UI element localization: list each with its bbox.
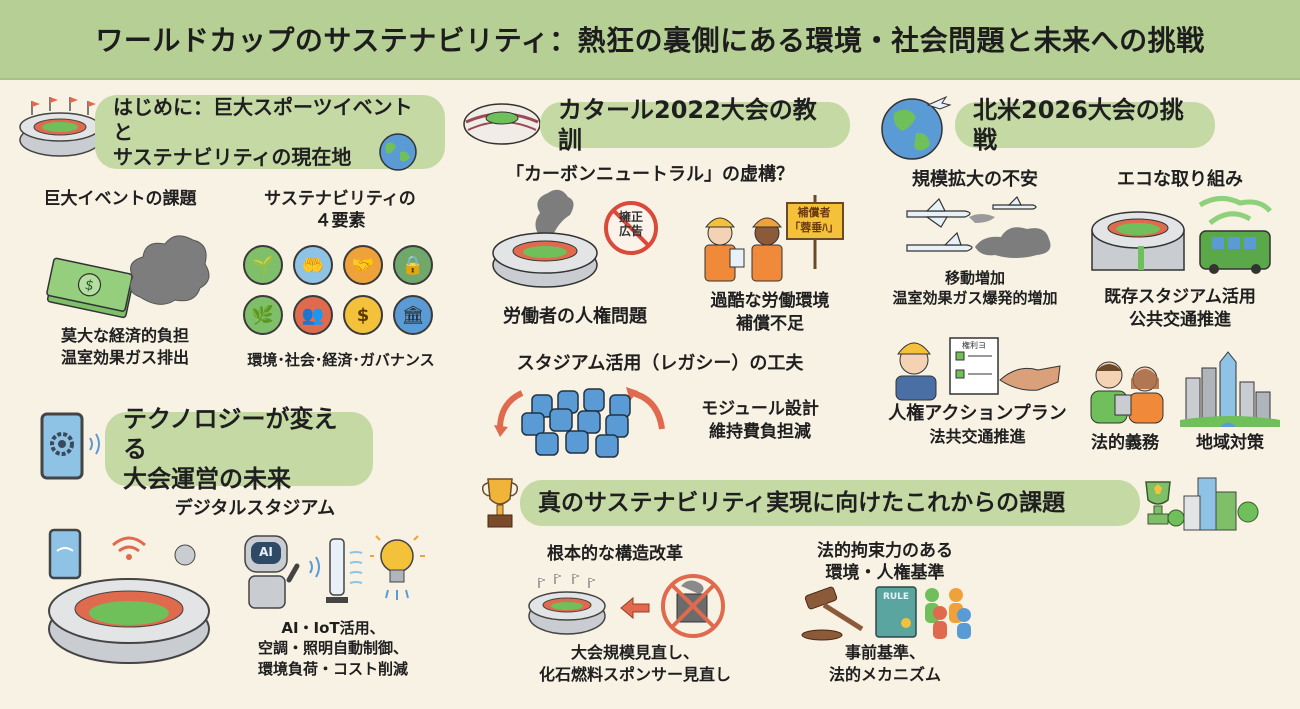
intro-heading-line1: はじめに：巨大スポーツイベントと xyxy=(113,94,413,144)
intro-challenges-title: 巨大イベントの課題 xyxy=(43,189,197,209)
qatar-subheading: 「カーボンニュートラル」の虚構？ xyxy=(506,164,794,185)
ai-robot-icon xyxy=(244,535,300,609)
bank-icon: 🏛 xyxy=(393,295,433,335)
globe-icon xyxy=(379,133,417,171)
modular-seats-icon xyxy=(494,387,665,458)
handshake-icon: 🤝 xyxy=(343,245,383,285)
action-plan-doc-label: 権利ヨ xyxy=(962,341,986,350)
digital-stadium-icon xyxy=(48,528,210,664)
city-skyline-icon xyxy=(1180,351,1280,427)
globe-airplane-icon xyxy=(881,95,952,160)
na-eco-caption: 既存スタジアム活用 公共交通推進 xyxy=(1104,287,1256,330)
na-heading-pill: 北米2026大会の挑戦 xyxy=(955,96,1215,154)
qatar-heading-pill: カタール2022大会の教訓 xyxy=(540,96,850,154)
svg-text:$: $ xyxy=(83,277,95,295)
na-eco-title: エコな取り組み xyxy=(1117,169,1243,190)
prohibited-ad-text: 擁正 広告 xyxy=(618,210,643,239)
light-bulb-icon xyxy=(370,535,425,600)
prohibited-ad-sign-icon xyxy=(604,201,658,255)
tech-heading-pill: テクノロジーが変える 大会運営の未来 xyxy=(105,405,373,493)
people-tablet-icon xyxy=(1090,361,1164,424)
legacy-title: スタジアム活用（レガシー）の工夫 xyxy=(516,353,804,374)
stadium-flags-icon xyxy=(19,97,101,157)
existing-stadium-icon xyxy=(1091,211,1185,271)
money-and-smoke-icon: $ xyxy=(46,235,210,319)
worker-action-plan-icon xyxy=(895,337,1061,401)
intro-challenges-caption: 莫大な経済的負担 温室効果ガス排出 xyxy=(60,326,189,367)
airplanes-emissions-icon xyxy=(906,195,1051,258)
lock-icon: 🔒 xyxy=(393,245,433,285)
qatar-heading: カタール2022大会の教訓 xyxy=(558,96,817,154)
smartphone-gear-icon xyxy=(40,412,100,480)
future-heading-pill: 真のサステナビリティ実現に向けたこれからの課題 xyxy=(520,480,1140,526)
qatar-left-caption: 労働者の人権問題 xyxy=(503,306,647,327)
bus-transit-icon xyxy=(1198,196,1272,274)
tech-subheading: デジタルスタジアム xyxy=(174,498,336,519)
caring-hands-icon: 🤲 xyxy=(293,245,333,285)
future-legal-caption: 事前基準、 法的メカニズム xyxy=(828,643,941,684)
tech-caption: AI・IoT活用、 空調・照明自動制御、 環境負荷・コスト削減 xyxy=(257,619,408,678)
qatar-stadium-icon xyxy=(463,103,541,145)
gold-trophy-icon xyxy=(481,478,519,528)
tech-heading-line1: テクノロジーが変える xyxy=(123,405,338,463)
page-title: ワールドカップのサステナビリティ：熱狂の裏側にある環境・社会問題と未来への挑戦 xyxy=(95,24,1205,57)
plant-in-hand-icon: 🌿 xyxy=(243,295,283,335)
future-structural-caption: 大会規模見直し、 化石燃料スポンサー見直し xyxy=(538,643,731,684)
future-structural-title: 根本的な構造改革 xyxy=(547,544,683,564)
na-regional-caption: 地域対策 xyxy=(1196,433,1264,453)
air-conditioner-icon xyxy=(309,538,363,603)
green-trophy-city-icon xyxy=(1145,477,1259,531)
na-scale-caption: 移動増加 温室効果ガス爆発的増加 xyxy=(892,269,1058,308)
na-legal-caption: 法的義務 xyxy=(1091,433,1159,453)
rulebook-label: RULE xyxy=(882,592,910,602)
gavel-rulebook-people-icon xyxy=(801,586,971,641)
people-icon: 👥 xyxy=(293,295,333,335)
intro-elements-title: サステナビリティの ４要素 xyxy=(264,189,416,232)
future-legal-title: 法的拘束力のある 環境・人権基準 xyxy=(817,541,953,584)
dollar-icon: $ xyxy=(343,295,383,335)
na-human-rights-caption: 人権アクションプラン 法共交通推進 xyxy=(888,403,1067,447)
robot-ai-label: AI xyxy=(259,545,273,559)
smoking-stadium-icon xyxy=(492,189,598,288)
na-scale-title: 規模拡大の不安 xyxy=(912,169,1038,190)
legacy-caption: モジュール設計 維持費負担減 xyxy=(701,399,819,442)
title-bar: ワールドカップのサステナビリティ：熱狂の裏側にある環境・社会問題と未来への挑戦 xyxy=(0,0,1300,80)
tech-heading-line2: 大会運営の未来 xyxy=(123,465,291,493)
signboard-text: 補償者 「蓉垂ﾊ」 xyxy=(789,206,839,234)
na-heading: 北米2026大会の挑戦 xyxy=(973,96,1184,154)
workers-icon xyxy=(704,217,783,282)
future-heading: 真のサステナビリティ実現に向けたこれからの課題 xyxy=(538,489,1066,516)
qatar-right-caption: 過酷な労働環境 補償不足 xyxy=(710,291,830,334)
compensation-signboard-icon xyxy=(786,195,844,269)
intro-heading-pill: はじめに：巨大スポーツイベントと サステナビリティの現在地 xyxy=(95,95,445,169)
intro-elements-caption: 環境･社会･経済･ガバナンス xyxy=(247,351,435,369)
intro-heading-line2: サステナビリティの現在地 xyxy=(113,144,352,169)
sprout-icon: 🌱 xyxy=(243,245,283,285)
stadium-replace-fossil-icon xyxy=(528,573,725,638)
